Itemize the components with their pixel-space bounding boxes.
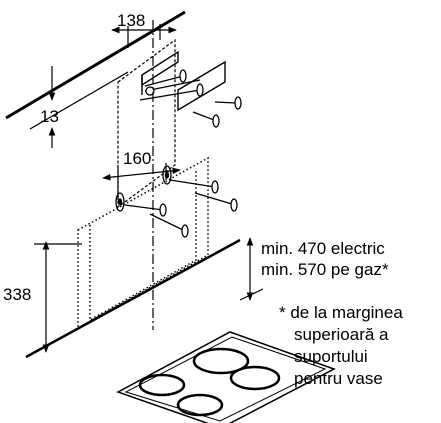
dimension-13-label: 13 — [40, 107, 59, 126]
screw-icon-group-upper — [139, 69, 242, 128]
clearance-line-gas: min. 570 pe gaz* — [261, 260, 389, 279]
footnote-line-4: pentru vase — [294, 369, 383, 388]
hob-level-line — [25, 238, 241, 359]
hob-icon — [116, 331, 336, 423]
dimension-338 — [34, 241, 82, 353]
upper-mounting-bracket — [141, 50, 226, 112]
lower-bracket — [115, 165, 172, 212]
clearance-line-electric: min. 470 electric — [261, 239, 385, 258]
dimension-160-label: 160 — [123, 149, 151, 168]
dimension-338-label: 338 — [3, 285, 31, 304]
footnote-line-3: suportului — [294, 347, 368, 366]
footnote-line-1: * de la marginea — [279, 303, 403, 322]
screw-icon-group-lower — [124, 179, 238, 238]
clearance-dimension — [239, 237, 264, 301]
dimension-13 — [29, 66, 129, 148]
upper-bracket-outline — [117, 38, 176, 209]
dimension-138 — [111, 24, 177, 48]
footnote-line-2: superioară a — [294, 325, 389, 344]
dimension-138-label: 138 — [117, 11, 145, 30]
